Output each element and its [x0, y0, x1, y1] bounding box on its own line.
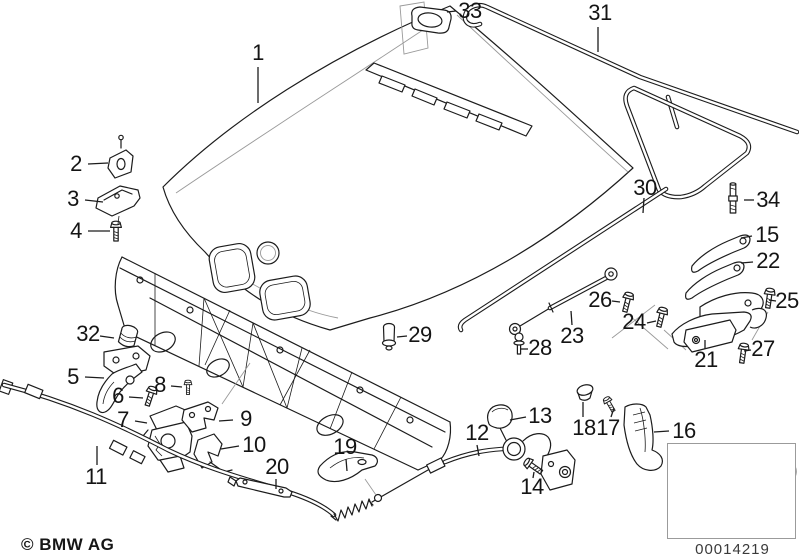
stud-34: [728, 182, 738, 214]
part-label-34: 34: [756, 187, 780, 212]
bracket-3: [95, 185, 141, 225]
bolt-4: [109, 220, 123, 242]
part-label-1: 1: [252, 40, 264, 65]
part-label-4: 4: [70, 218, 82, 243]
part-label-28: 28: [528, 335, 552, 360]
bracket-20: [227, 476, 293, 498]
cap-13: [487, 404, 513, 429]
cap-18: [576, 384, 594, 401]
part-label-17: 17: [596, 415, 620, 440]
radiator-support-frame: [114, 256, 452, 471]
part-label-11: 11: [85, 464, 107, 489]
part-label-32: 32: [76, 321, 100, 346]
part-label-14: 14: [520, 474, 544, 499]
hinge-21: [671, 292, 767, 353]
grommet-29: [381, 322, 397, 351]
hood-latch-7: [142, 405, 193, 473]
part-label-6: 6: [112, 383, 124, 408]
part-label-10: 10: [242, 432, 266, 457]
part-label-30: 30: [633, 175, 657, 200]
part-label-27: 27: [751, 336, 775, 361]
part-label-5: 5: [67, 364, 79, 389]
part-label-26: 26: [588, 287, 612, 312]
screw-8: [183, 379, 193, 395]
cable-spring: [330, 498, 374, 522]
part-label-13: 13: [528, 403, 552, 428]
release-lever-5: [96, 345, 151, 414]
part-label-15: 15: [755, 222, 779, 247]
part-label-3: 3: [67, 186, 79, 211]
buffer-32: [117, 324, 139, 348]
part-label-31: 31: [588, 0, 612, 25]
part-label-23: 23: [560, 323, 584, 348]
part-label-19: 19: [333, 434, 357, 459]
part-label-24: 24: [622, 309, 646, 334]
screw-27: [735, 341, 751, 365]
part-label-33: 33: [458, 0, 482, 23]
part-label-16: 16: [672, 418, 696, 443]
car-thumbnail-box: [667, 443, 796, 539]
bracket-9: [181, 401, 219, 433]
part-label-12: 12: [465, 420, 489, 445]
hood-vent-strip: [365, 62, 533, 137]
bracket-2: [107, 134, 134, 179]
screw-17: [601, 394, 618, 414]
part-label-2: 2: [70, 151, 82, 176]
part-label-20: 20: [265, 454, 289, 479]
part-label-29: 29: [408, 322, 432, 347]
part-label-7: 7: [117, 407, 129, 432]
gas-strut-23: [508, 267, 618, 336]
hood-seal-30: [457, 85, 752, 333]
part-label-22: 22: [756, 248, 780, 273]
hood-panel: [162, 5, 634, 331]
release-cable-front-11: [0, 379, 337, 518]
pull-handle-16: [623, 403, 664, 471]
release-cable-rear-12: [364, 427, 576, 503]
part-label-21: 21: [694, 347, 718, 372]
screw-25: [761, 286, 777, 310]
kidney-grille-cutouts: [208, 243, 311, 321]
plug-33: [399, 1, 452, 55]
copyright-text: © BMW AG: [21, 535, 115, 554]
screw-24: [652, 305, 670, 329]
part-label-8: 8: [154, 372, 166, 397]
diagram-id: 00014219: [695, 541, 770, 558]
bracket-19: [317, 450, 378, 483]
ball-stud-28: [513, 332, 525, 355]
part-label-25: 25: [775, 288, 799, 313]
hinge-arm-22: [684, 261, 745, 300]
part-label-9: 9: [240, 406, 252, 431]
part-label-18: 18: [572, 415, 596, 440]
